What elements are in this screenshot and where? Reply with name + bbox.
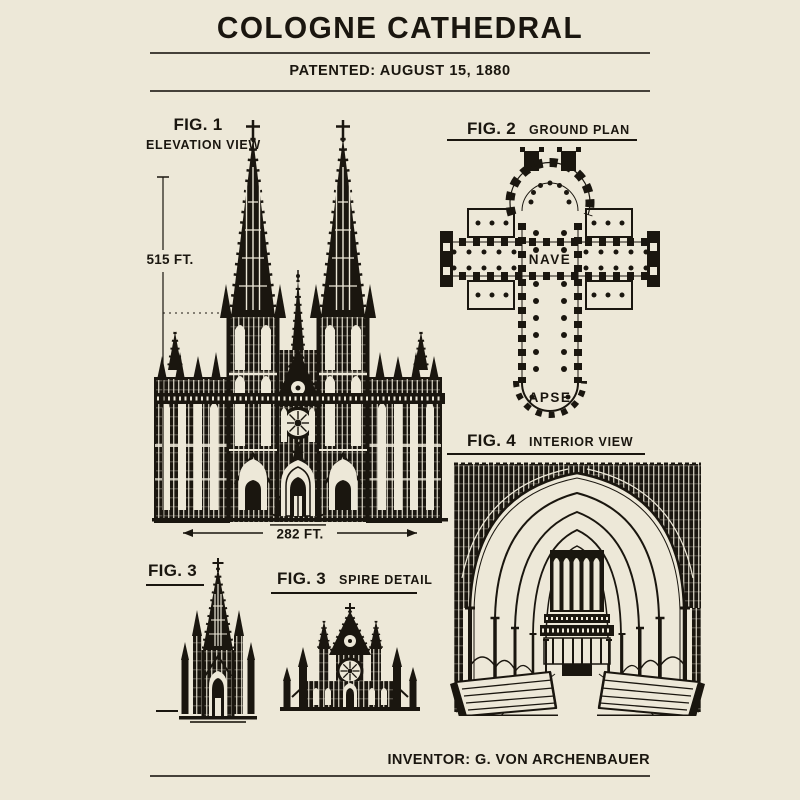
title-divider-top xyxy=(150,52,650,54)
fig3-baseline-tick xyxy=(156,710,178,712)
patent-date-line: PATENTED: AUGUST 15, 1880 xyxy=(289,62,511,79)
fig1-label: FIG. 1 xyxy=(173,115,223,134)
inventor-line: INVENTOR: G. VON ARCHENBAUER xyxy=(387,752,650,768)
nave-label: NAVE xyxy=(529,252,572,267)
fig3-right-underline xyxy=(271,592,417,594)
width-dimension-label: 282 FT. xyxy=(276,527,323,542)
fig3-right-label-block: FIG. 3 SPIRE DETAIL xyxy=(277,569,433,589)
elevation-drawing: 515 FT. 282 FT. xyxy=(146,112,448,542)
spire-tower-drawing xyxy=(179,558,257,723)
fig3-left-underline xyxy=(146,584,204,586)
apse-label: APSE xyxy=(529,390,572,405)
fig4-label: FIG. 4 xyxy=(467,431,517,450)
fig1-label-block: FIG. 1 ELEVATION VIEW xyxy=(146,115,261,152)
title-divider-bottom xyxy=(150,90,650,92)
footer-divider xyxy=(150,775,650,777)
ground-plan-drawing: NAVE APSE xyxy=(440,147,660,418)
interior-view-drawing xyxy=(448,462,707,716)
fig1-sublabel: ELEVATION VIEW xyxy=(146,138,261,152)
fig4-label-block: FIG. 4 INTERIOR VIEW xyxy=(467,431,633,451)
fig3-left-label: FIG. 3 xyxy=(148,561,198,580)
fig4-sublabel: INTERIOR VIEW xyxy=(529,435,634,449)
fig2-sublabel: GROUND PLAN xyxy=(529,123,630,137)
ground-line xyxy=(152,518,448,522)
fig4-underline xyxy=(447,453,645,455)
fig2-label-block: FIG. 2 GROUND PLAN xyxy=(467,119,630,139)
fig3-right-sublabel: SPIRE DETAIL xyxy=(339,573,433,587)
width-dimension: 282 FT. xyxy=(183,527,417,542)
height-dimension-label: 515 FT. xyxy=(146,252,193,267)
fig3-right-label: FIG. 3 xyxy=(277,569,327,588)
page-title: COLOGNE CATHEDRAL xyxy=(216,10,584,45)
fig2-label: FIG. 2 xyxy=(467,119,517,138)
spire-detail-drawing xyxy=(280,603,420,711)
height-dimension: 515 FT. xyxy=(146,176,240,518)
fig2-underline xyxy=(447,139,637,141)
